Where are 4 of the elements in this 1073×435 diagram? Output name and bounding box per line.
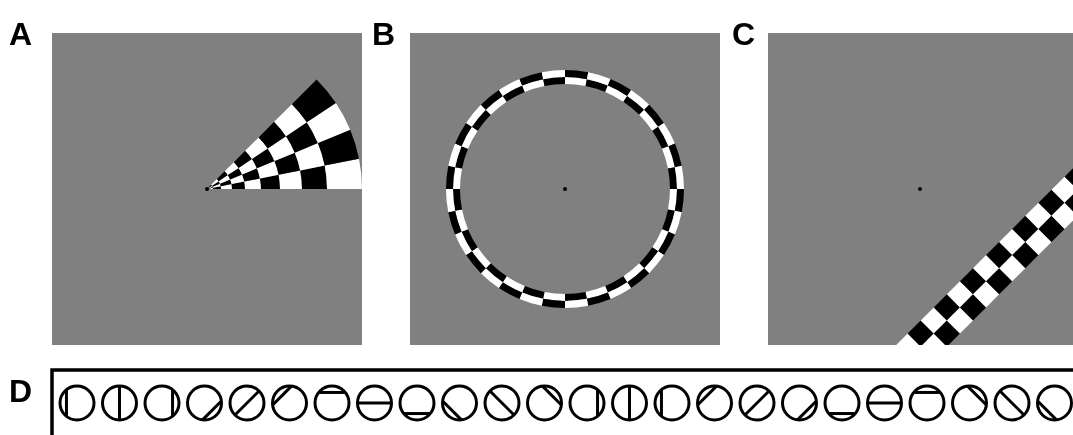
- panel-label: B: [372, 18, 396, 50]
- panel-label: D: [9, 375, 33, 407]
- panel-label: C: [732, 18, 756, 50]
- panel-label: A: [9, 18, 33, 50]
